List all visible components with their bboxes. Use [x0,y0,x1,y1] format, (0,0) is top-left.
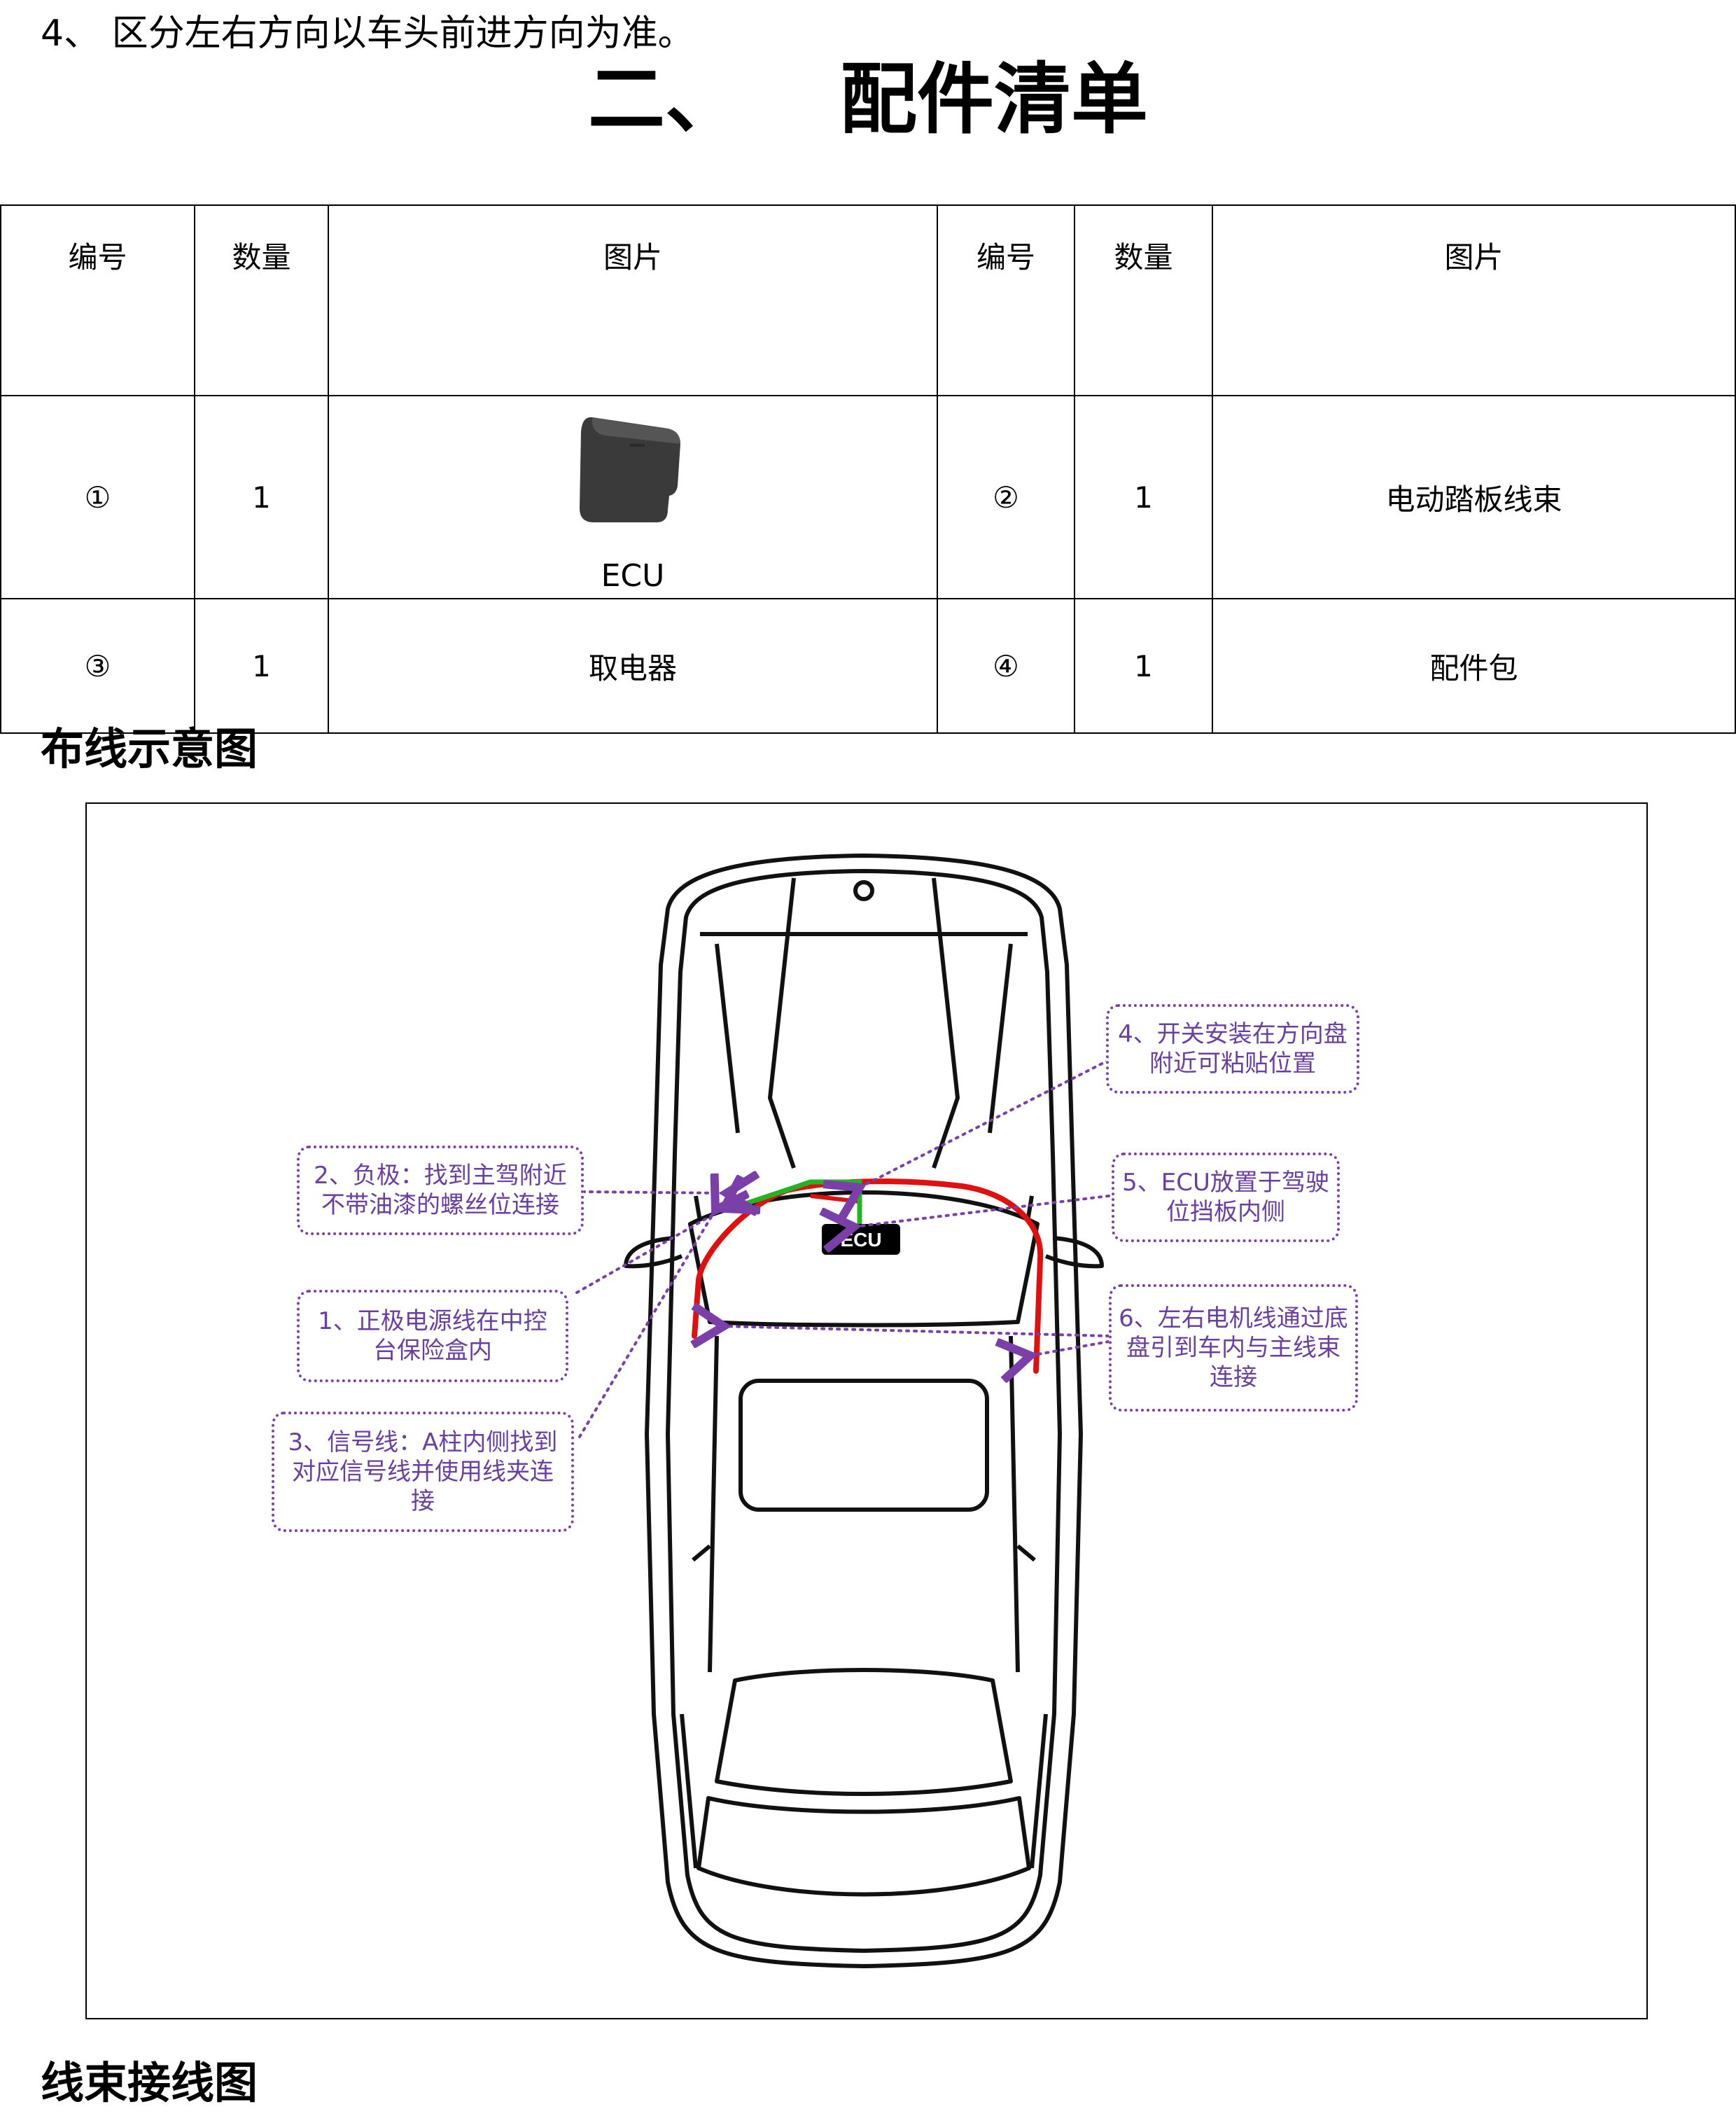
parts-table: 编号 数量 图片 编号 数量 图片 ① 1 ECU ② 1 电动踏板线束 ③ 1… [0,204,1736,734]
section-title: 配件清单 [840,55,1148,144]
item-quantity: 1 [1074,395,1213,599]
callout-ground-wire: 2、负极：找到主驾附近不带油漆的螺丝位连接 [297,1146,584,1235]
ecu-module-image [580,417,680,522]
item-label: 电动踏板线束 [1212,395,1736,599]
section-heading: 二、 配件清单 [0,50,1736,148]
car-outline-drawing: ECU [575,854,1110,1968]
header-cell: 编号 [937,204,1075,396]
item-label: 配件包 [1212,598,1736,734]
header-cell: 数量 [1074,204,1213,396]
ecu-marker-label: ECU [840,1229,881,1251]
item-number: ① [0,395,195,599]
wiring-diagram: ECU 2、负极：找到主驾附近不带油漆的螺丝位连接 1、正极电源线在中控台保险盒… [85,802,1648,2019]
header-cell: 图片 [1212,204,1736,396]
item-number: ② [937,395,1075,599]
item-picture-cell: ECU [328,395,938,599]
harness-diagram-title: 线束接线图 [41,2057,258,2108]
table-row: ③ 1 取电器 ④ 1 配件包 [0,598,1736,734]
callout-ecu-placement: 5、ECU放置于驾驶位挡板内侧 [1112,1153,1340,1242]
header-cell: 数量 [194,204,329,396]
header-cell: 编号 [0,204,195,396]
callout-power-wire: 1、正极电源线在中控台保险盒内 [297,1290,568,1382]
item-label: ECU [601,558,665,594]
item-quantity: 1 [194,395,329,599]
wiring-diagram-title: 布线示意图 [41,723,258,774]
table-row: ① 1 ECU ② 1 电动踏板线束 [0,395,1736,599]
section-number: 二、 [588,55,742,144]
item-quantity: 1 [194,598,329,734]
intro-note: 4、 区分左右方向以车头前进方向为准。 [41,13,694,55]
item-number: ④ [937,598,1075,734]
callout-motor-wires: 6、左右电机线通过底盘引到车内与主线束连接 [1109,1284,1358,1412]
header-cell: 图片 [328,204,938,396]
callout-switch-mount: 4、开关安装在方向盘附近可粘贴位置 [1106,1004,1359,1094]
table-header-row: 编号 数量 图片 编号 数量 图片 [0,204,1736,396]
callout-signal-wire: 3、信号线：A柱内侧找到对应信号线并使用线夹连接 [272,1412,574,1532]
item-number: ③ [0,598,195,734]
item-label: 取电器 [328,598,938,734]
item-quantity: 1 [1074,598,1213,734]
